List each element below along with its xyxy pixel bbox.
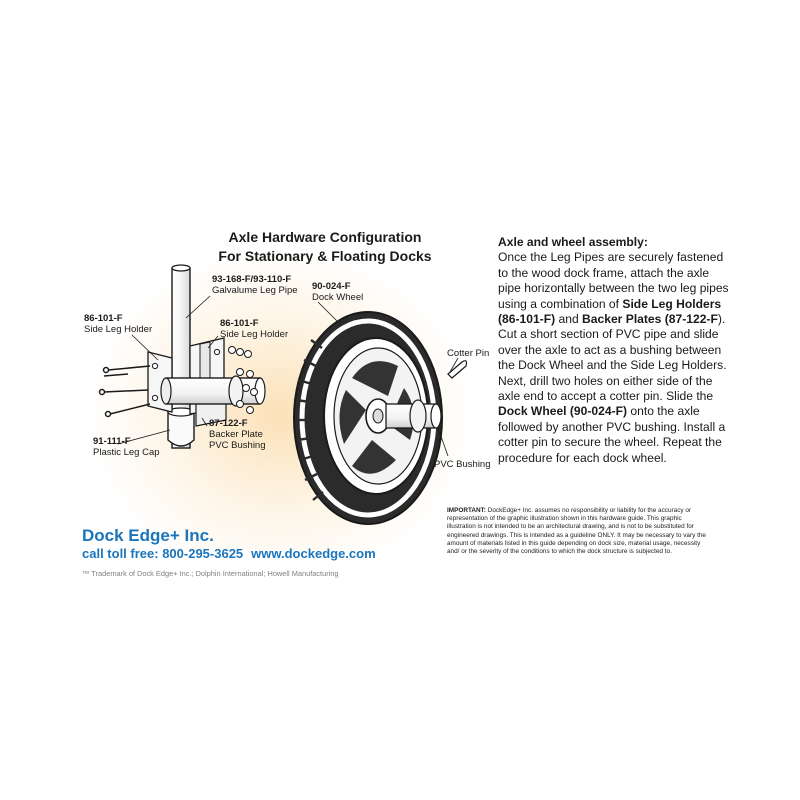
callout-part-name: Cotter Pin (447, 348, 490, 359)
callout-part-number: 93-168-F/93-110-F (212, 274, 292, 285)
title-line-1: Axle Hardware Configuration (228, 229, 422, 245)
title-line-2: For Stationary & Floating Docks (218, 248, 432, 264)
callout-part-name: Galvalume Leg Pipe (212, 285, 298, 296)
axle-pipe (160, 377, 266, 405)
diagram-title: Axle Hardware Configuration For Stationa… (200, 228, 450, 266)
assembly-instructions: Axle and wheel assembly: Once the Leg Pi… (498, 235, 730, 466)
assembly-bold-dock-wheel: Dock Wheel (90-024-F) (498, 404, 628, 419)
callout-backer-plate: 87-122-F Backer Plate PVC Bushing (209, 418, 266, 451)
callout-part-number: 90-024-F (312, 281, 351, 292)
callout-side-leg-holder-right: 86-101-F Side Leg Holder (220, 318, 288, 340)
disclaimer: IMPORTANT: DockEdge+ Inc. assumes no res… (447, 507, 712, 556)
callout-cotter-pin: Cotter Pin (447, 348, 489, 359)
callout-side-leg-holder-left: 86-101-F Side Leg Holder (84, 313, 152, 335)
callout-part-name: PVC Bushing (434, 459, 491, 470)
disclaimer-label: IMPORTANT: (447, 507, 486, 514)
assembly-text: ). Cut a short section of PVC pipe and s… (498, 312, 727, 404)
callout-part-name: Side Leg Holder (220, 329, 289, 340)
callout-leg-pipe: 93-168-F/93-110-F Galvalume Leg Pipe (212, 274, 298, 296)
assembly-text: onto the axle followed by another PVC bu… (498, 404, 726, 465)
callout-dock-wheel: 90-024-F Dock Wheel (312, 281, 363, 303)
callout-part-number: 86-101-F (84, 313, 123, 324)
callout-pvc-bushing-right: PVC Bushing (434, 459, 491, 470)
leader-lines (117, 295, 459, 457)
contact-line: call toll free: 800-295-3625 www.dockedge… (82, 546, 376, 561)
dock-wheel (293, 311, 443, 525)
trademark-note: ™ Trademark of Dock Edge+ Inc.; Dolphin … (82, 569, 339, 578)
callout-part-number: 91-111-F (93, 436, 131, 447)
phone-number: call toll free: 800-295-3625 (82, 546, 244, 561)
callout-part-number: 87-122-F (209, 418, 248, 429)
axle-end (385, 399, 442, 433)
cotter-pin (447, 360, 468, 379)
assembly-text: and (555, 312, 583, 327)
pvc-bushing-left (228, 375, 244, 407)
assembly-bold-backer-plates: Backer Plates (87-122-F (582, 312, 718, 327)
nuts-washers (228, 346, 258, 414)
brand-name: Dock Edge+ Inc. (82, 526, 214, 545)
callout-part-name: Dock Wheel (312, 292, 364, 303)
callout-part-name: Plastic Leg Cap (93, 447, 160, 458)
assembly-bold-side-leg-holders: Side Leg Holders (86-101-F) (498, 296, 722, 327)
assembly-text: Once the Leg Pipes are securely fastened… (498, 250, 729, 311)
disclaimer-text: DockEdge+ Inc. assumes no responsibility… (447, 507, 706, 556)
callout-pvc-bushing-left: PVC Bushing (209, 440, 266, 451)
callout-part-name: Backer Plate (209, 429, 263, 440)
callout-part-name: Side Leg Holder (84, 324, 153, 335)
website-link[interactable]: www.dockedge.com (251, 546, 376, 561)
callout-plastic-leg-cap: 91-111-F Plastic Leg Cap (93, 436, 160, 458)
assembly-heading: Axle and wheel assembly: (498, 235, 648, 249)
callout-part-number: 86-101-F (220, 318, 259, 329)
bolts-left (98, 365, 151, 418)
